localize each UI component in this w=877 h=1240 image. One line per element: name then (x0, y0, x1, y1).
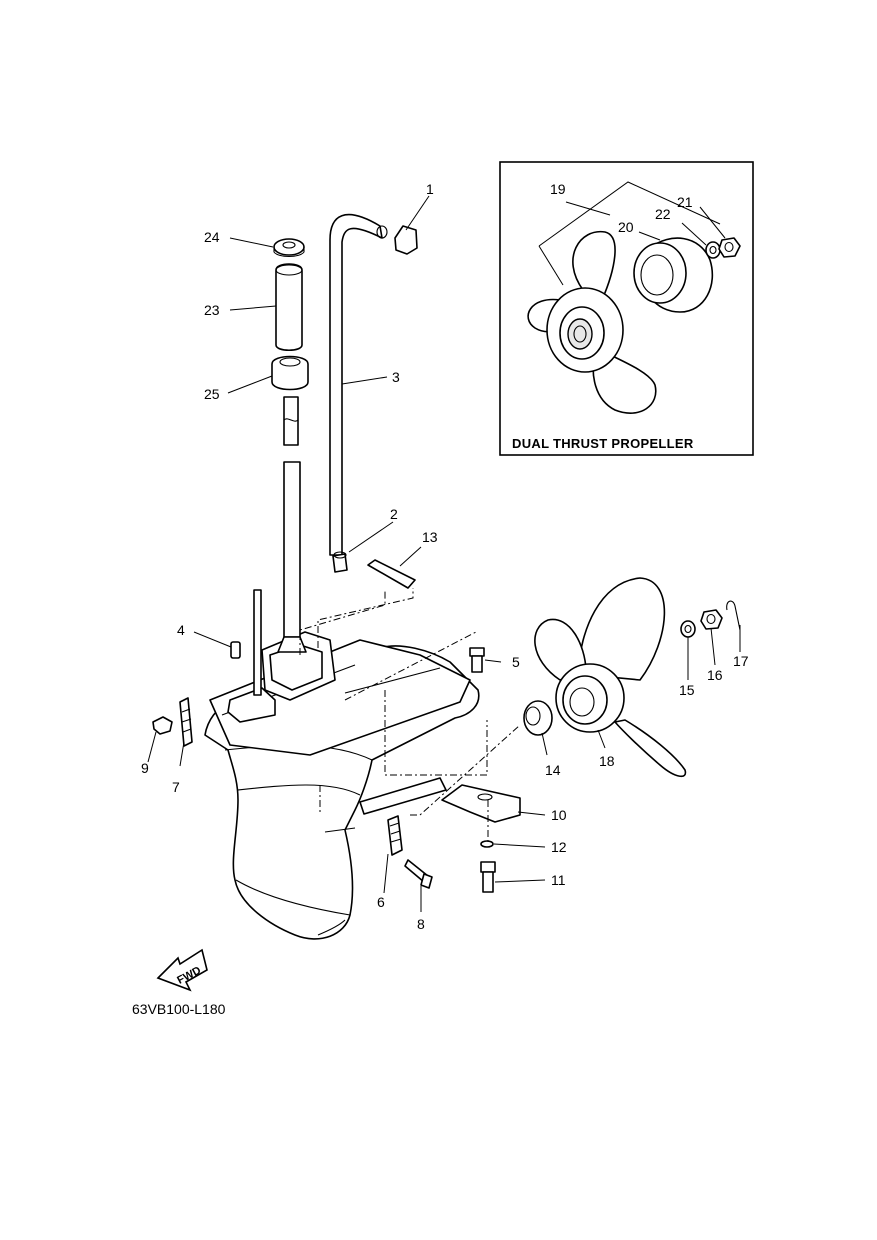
drawing-code: 63VB100-L180 (132, 1001, 226, 1017)
callout-9: 9 (141, 760, 149, 776)
callout-5: 5 (512, 654, 520, 670)
callout-19: 19 (550, 181, 566, 197)
lower-unit-assembly: 1 2 3 4 5 6 7 8 9 10 11 12 13 14 15 16 1… (141, 181, 749, 940)
callout-17: 17 (733, 653, 749, 669)
propeller-18 (534, 577, 687, 778)
callout-20: 20 (618, 219, 634, 235)
callout-24: 24 (204, 229, 220, 245)
callout-23: 23 (204, 302, 220, 318)
callout-10: 10 (551, 807, 567, 823)
callout-8: 8 (417, 916, 425, 932)
callout-16: 16 (707, 667, 723, 683)
callout-11: 11 (551, 872, 566, 888)
callout-12: 12 (551, 839, 567, 855)
callout-22: 22 (655, 206, 671, 222)
inset-title: DUAL THRUST PROPELLER (512, 436, 694, 451)
callout-14: 14 (545, 762, 561, 778)
callout-6: 6 (377, 894, 385, 910)
callout-21: 21 (677, 194, 693, 210)
dual-thrust-propeller-inset: DUAL THRUST PROPELLER 19 20 (499, 161, 754, 456)
callout-13: 13 (422, 529, 438, 545)
callout-25: 25 (204, 386, 220, 402)
fwd-arrow-icon: FWD (156, 948, 208, 992)
callout-4: 4 (177, 622, 185, 638)
callout-3: 3 (392, 369, 400, 385)
callout-15: 15 (679, 682, 695, 698)
callout-1: 1 (426, 181, 434, 197)
callout-18: 18 (599, 753, 615, 769)
dual-thrust-propeller-drawing (527, 230, 741, 414)
callout-7: 7 (172, 779, 180, 795)
callout-2: 2 (390, 506, 398, 522)
